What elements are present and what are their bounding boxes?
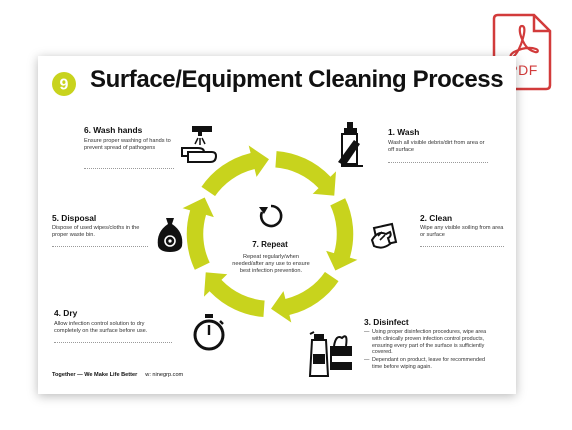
repeat-icon — [259, 204, 283, 228]
stopwatch-icon — [193, 314, 225, 351]
acrobat-logo-icon — [509, 24, 539, 59]
cycle-arrow — [268, 269, 341, 326]
cycle-arrow — [273, 149, 338, 198]
step-7-description: Repeat regularly/when needed/after any u… — [232, 254, 310, 274]
step-3-bullet: Using proper disinfection procedures, wi… — [364, 329, 490, 356]
disinfectant-products-icon — [308, 331, 352, 377]
step-3-bullet: Dependant on product, leave for recommen… — [364, 357, 490, 371]
step-7-heading: 7. Repeat — [252, 240, 288, 249]
page-title: Surface/Equipment Cleaning Process — [90, 66, 504, 93]
step-3-heading: 3. Disinfect — [364, 317, 409, 327]
wiping-cloth-icon — [370, 222, 398, 249]
step-3-bullets: Using proper disinfection procedures, wi… — [364, 329, 490, 372]
cycle-arrow — [323, 196, 362, 273]
step-2-heading: 2. Clean — [420, 213, 453, 223]
step-2-description: Wipe any visible soiling from area or su… — [420, 225, 504, 238]
biohazard-bag-icon — [157, 218, 183, 252]
brand-logo-glyph: 9 — [60, 77, 69, 94]
hand-washing-icon — [181, 126, 218, 163]
divider — [84, 168, 174, 169]
footer-website: w: ninegrp.com — [145, 372, 184, 378]
step-6-description: Ensure proper washing of hands to preven… — [84, 138, 171, 151]
step-5-heading: 5. Disposal — [52, 213, 97, 223]
footer: Together — We Make Life Better w: ninegrp… — [52, 372, 183, 378]
divider — [388, 162, 488, 163]
cycle-arrow — [178, 195, 217, 272]
divider — [420, 246, 504, 247]
document-page: 9 Surface/Equipment Cleaning Process 7. … — [38, 56, 516, 394]
step-4-description: Allow infection control solution to dry … — [54, 321, 148, 334]
footer-tagline: Together — We Make Life Better — [52, 372, 138, 378]
cycle-arrows — [178, 142, 362, 326]
divider — [52, 246, 148, 247]
spray-bottle-icon — [338, 122, 363, 167]
cycle-arrow — [202, 270, 267, 319]
step-6-heading: 6. Wash hands — [84, 125, 143, 135]
brand-logo: 9 — [52, 72, 76, 96]
cycle-arrow — [199, 142, 272, 199]
step-4-heading: 4. Dry — [54, 308, 78, 318]
step-1-description: Wash all visible debris/dirt from area o… — [388, 140, 485, 153]
step-1-heading: 1. Wash — [388, 127, 420, 137]
step-5-description: Dispose of used wipes/cloths in the prop… — [52, 225, 140, 238]
divider — [54, 342, 172, 343]
